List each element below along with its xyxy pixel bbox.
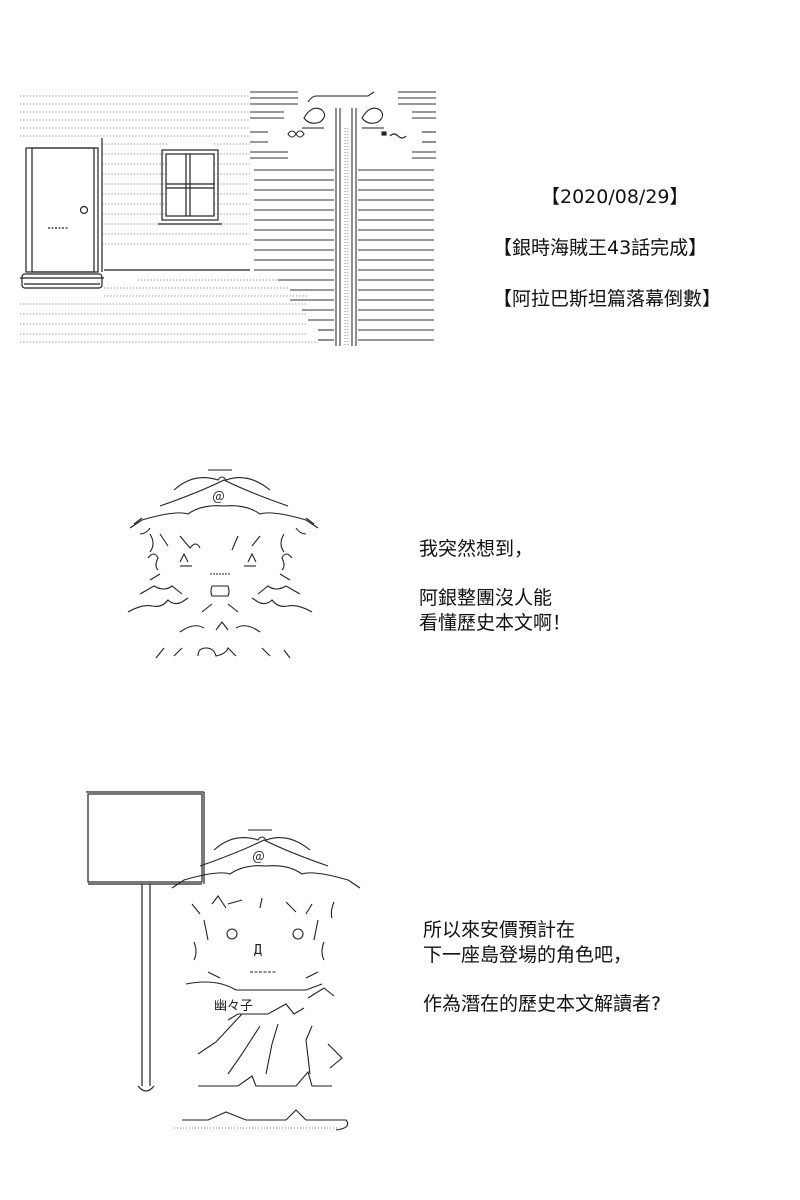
room-ascii-art xyxy=(20,91,436,346)
svg-text:幽々子: 幽々子 xyxy=(214,999,253,1014)
character-with-sign-ascii-art: ＠ Д 幽々子 xyxy=(78,786,378,1136)
arc-caption: 【阿拉巴斯坦篇落幕倒數】 xyxy=(493,288,722,310)
svg-text:＠: ＠ xyxy=(212,491,225,506)
panel3-caption-line-4: 作為潛在的歷史本文解讀者? xyxy=(423,993,662,1015)
panel3-caption-line-2: 下一座島登場的角色吧， xyxy=(423,944,633,966)
character-top-ascii-art: ＠ xyxy=(120,462,330,672)
panel2-caption-line-1: 我突然想到， xyxy=(419,538,534,560)
date-caption: 【2020/08/29】 xyxy=(541,186,689,208)
chapter-caption: 【銀時海賊王43話完成】 xyxy=(493,237,708,259)
panel2-caption-line-4: 看懂歷史本文啊！ xyxy=(419,612,572,634)
room-scene xyxy=(18,88,438,346)
svg-text:Д: Д xyxy=(254,943,262,958)
panel2-caption-line-3: 阿銀整團沒人能 xyxy=(419,587,553,609)
panel3-caption-line-1: 所以來安價預計在 xyxy=(423,919,576,941)
svg-text:＠: ＠ xyxy=(252,851,265,866)
